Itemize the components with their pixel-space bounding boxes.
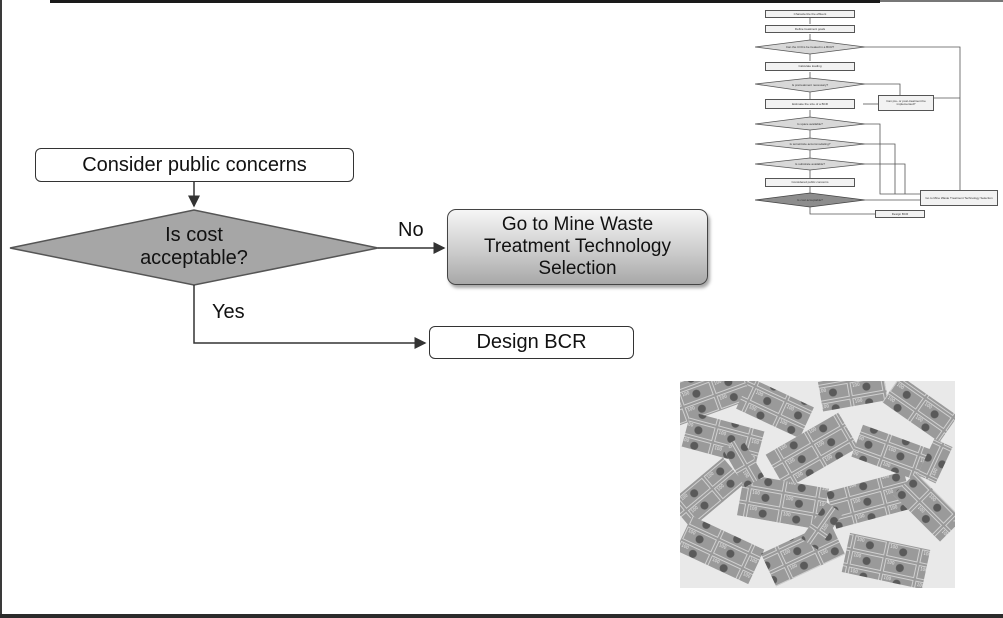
- no-label: No: [398, 219, 424, 241]
- top-rule-tail: [880, 0, 1003, 2]
- decision-label: Is cost acceptable?: [140, 224, 248, 269]
- overview-diamond-1: [755, 39, 866, 55]
- overview-step-13: Go to Mine Waste Treatment Technology Se…: [920, 190, 998, 206]
- overview-step-9: Is terrain/site accommodating?: [789, 141, 831, 146]
- overview-step-3: Can the COCs be treated in a BCR?: [785, 44, 835, 49]
- design-bcr-box: Design BCR: [429, 326, 634, 359]
- overview-step-4: Calculate loading: [765, 62, 855, 71]
- overview-step-11: Considered public concerns: [765, 178, 855, 187]
- bottom-rule: [0, 614, 1003, 618]
- money-photo: 100: [680, 381, 955, 588]
- overview-step-6: Estimate the size of a BCR: [765, 99, 855, 109]
- left-rule: [0, 0, 2, 618]
- yes-label: Yes: [212, 301, 245, 323]
- overview-step-2: Define treatment goals: [765, 25, 855, 33]
- overview-connectors: [755, 18, 961, 215]
- overview-diamond-4: [755, 137, 866, 151]
- falling-bills: [680, 381, 955, 588]
- top-rule: [50, 0, 880, 3]
- overview-flowchart-thumbnail: Characterize the effluent Define treatme…: [755, 4, 1000, 226]
- overview-step-12: Is cost acceptable?: [797, 197, 823, 202]
- overview-step-8: Is space available?: [797, 121, 823, 126]
- connector-yes: [193, 285, 427, 349]
- overview-step-14: Design BCR: [875, 210, 925, 218]
- overview-diamond-3: [755, 116, 866, 131]
- overview-step-5: Is pretreatment necessary?: [791, 82, 829, 87]
- consider-public-concerns-box: Consider public concerns: [35, 148, 354, 182]
- money-photo-art: 100: [680, 381, 955, 588]
- overview-step-1: Characterize the effluent: [765, 10, 855, 18]
- overview-diamond-5: [755, 157, 866, 171]
- overview-diamond-6: [755, 192, 866, 208]
- overview-step-10: Is substrate available?: [795, 161, 825, 166]
- overview-diamond-2: [755, 77, 866, 93]
- overview-step-7: Can pre- or post-treatment be implemente…: [878, 95, 934, 111]
- go-to-selection-box: Go to Mine Waste Treatment Technology Se…: [447, 209, 708, 285]
